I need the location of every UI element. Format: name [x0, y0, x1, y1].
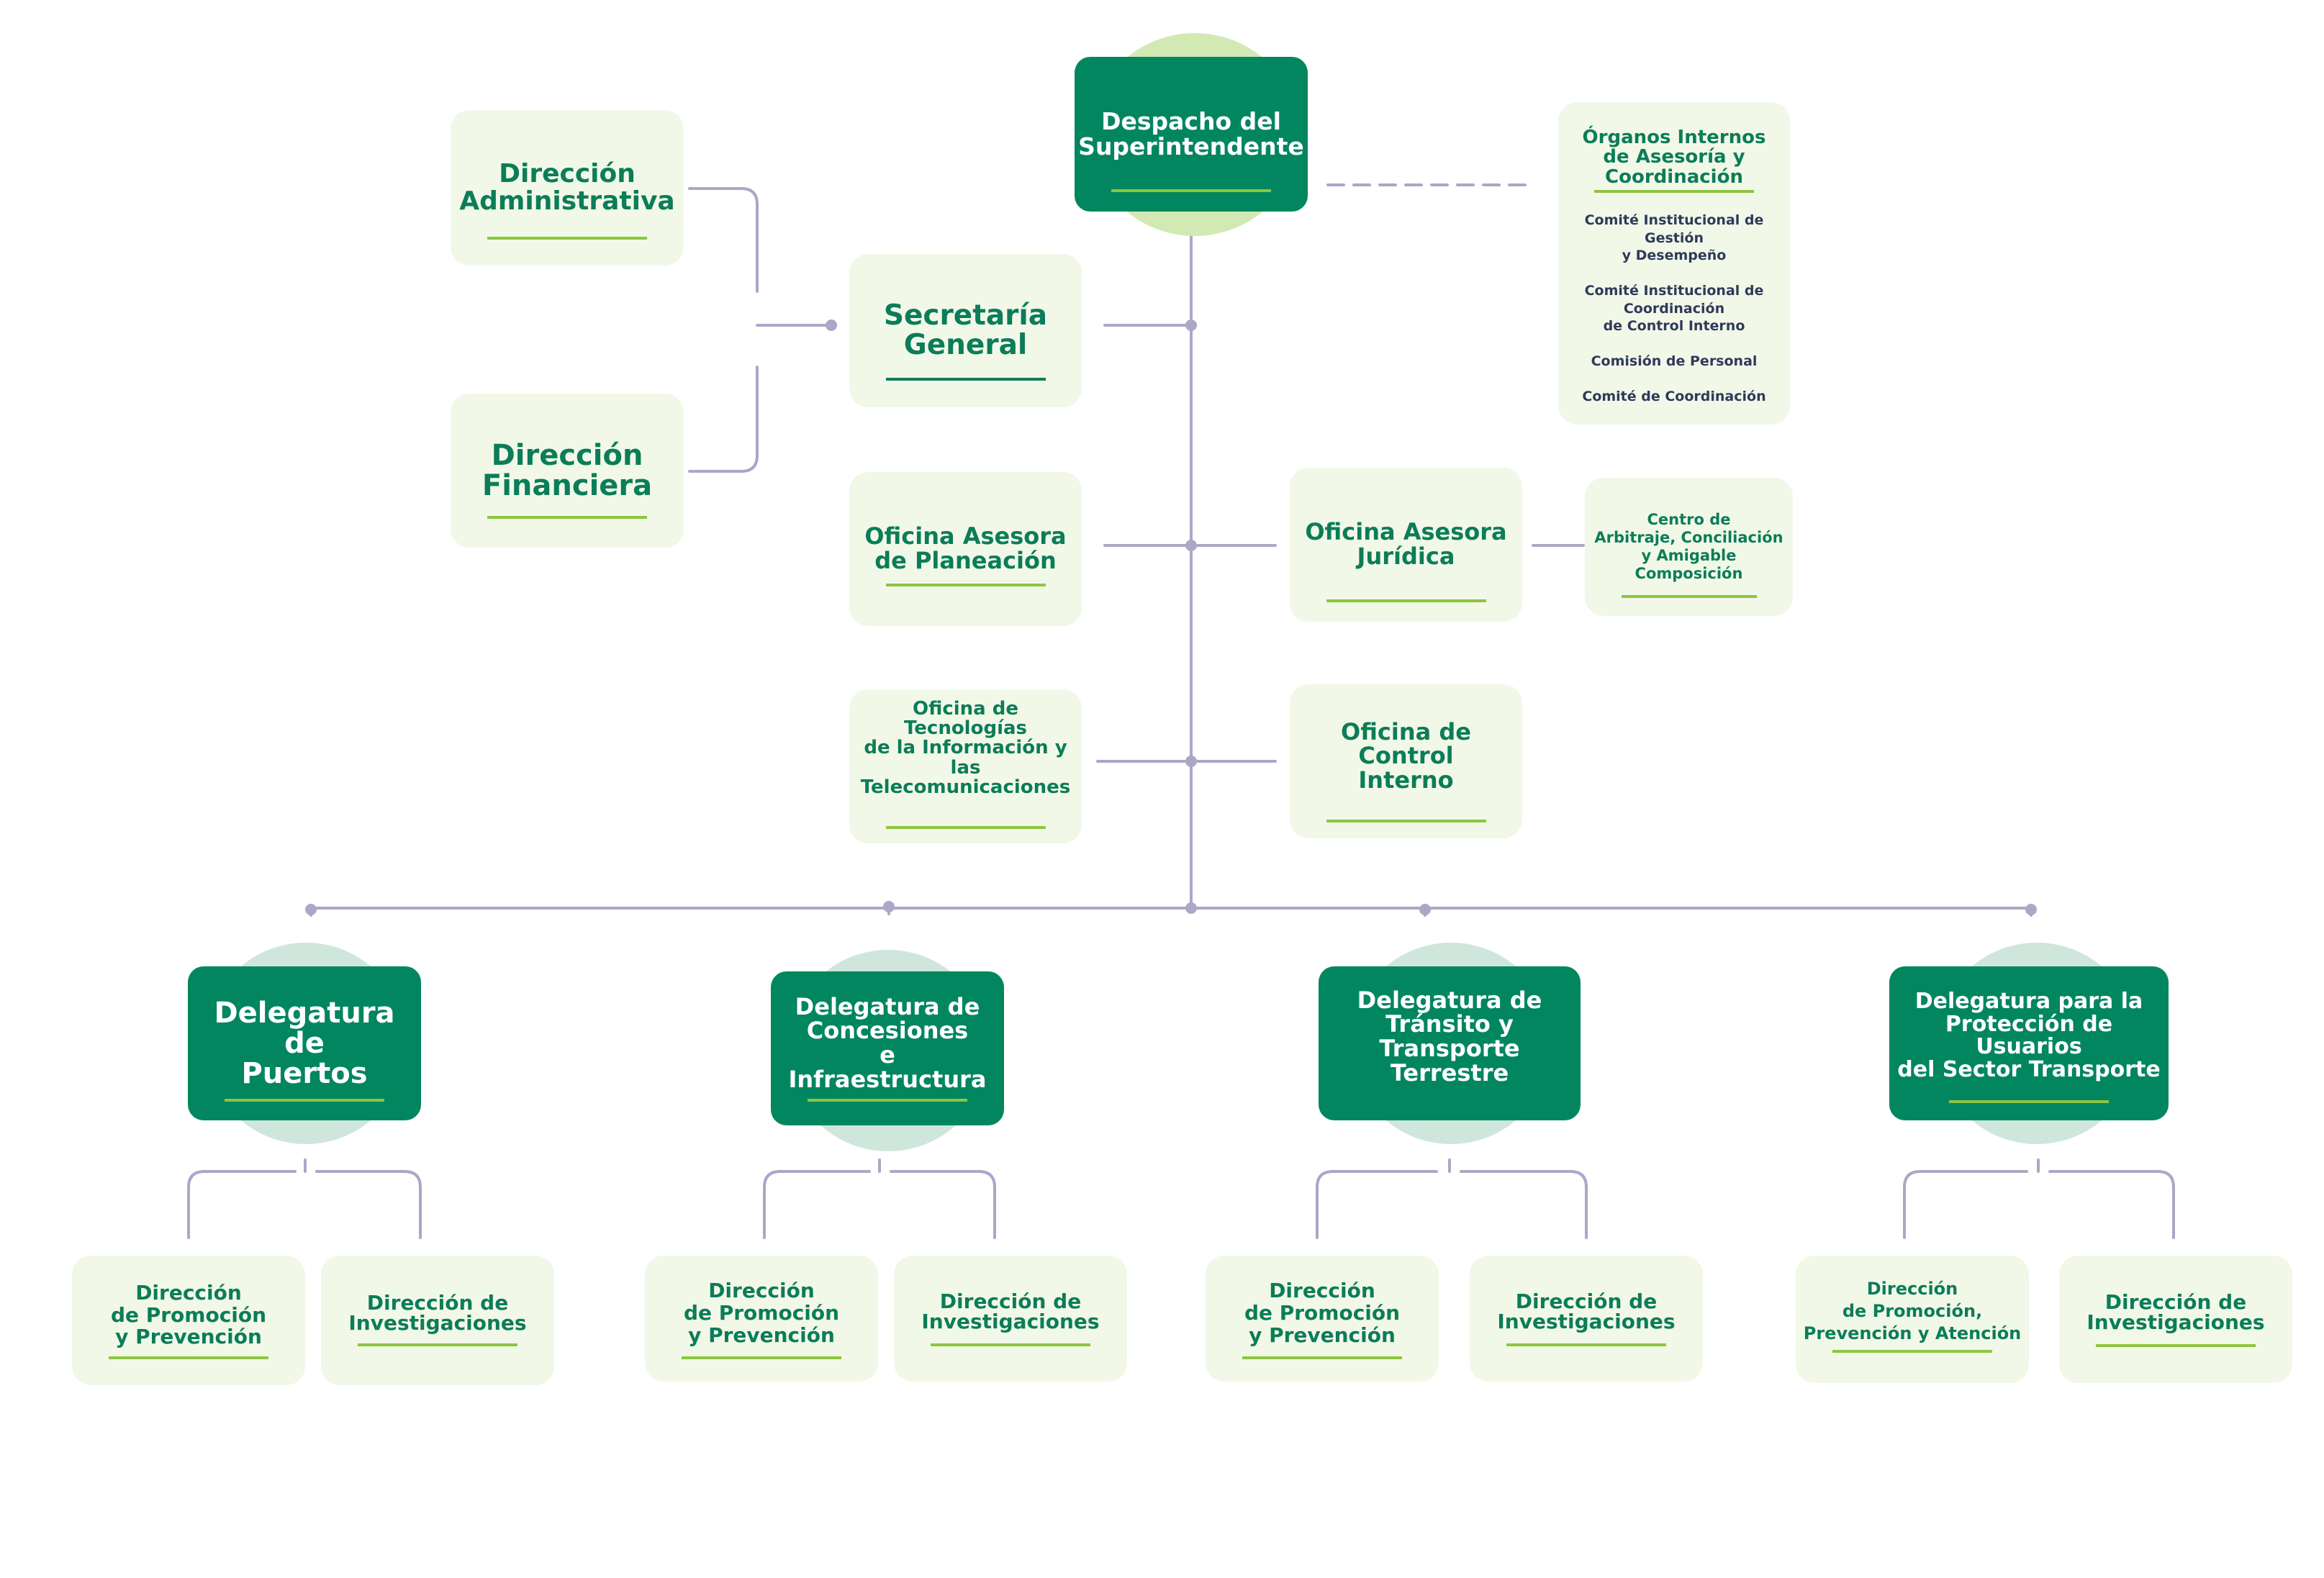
usuarios-investigaciones-underline: [2096, 1344, 2256, 1347]
dir-fin-label: Dirección Financiera: [481, 439, 653, 502]
oficina-juridica-box[interactable]: Oficina Asesora Jurídica: [1290, 468, 1522, 622]
concesiones-promocion-label: Dirección de Promoción y Prevención: [683, 1279, 840, 1347]
organos-item-1: Comité Institucional de Gestión y Desemp…: [1584, 212, 1764, 264]
transito-promocion-box[interactable]: Dirección de Promoción y Prevención: [1206, 1256, 1439, 1382]
tecnologias-underline: [885, 826, 1046, 829]
delegatura-transito-label: Delegatura de Tránsito y Transporte Terr…: [1357, 986, 1542, 1087]
oficina-tecnologias-box[interactable]: Oficina de Tecnologías de la Información…: [849, 689, 1082, 843]
organos-item-2: Comité Institucional de Coordinación de …: [1584, 282, 1764, 335]
planeacion-label: Oficina Asesora de Planeación: [864, 522, 1067, 574]
usuarios-promocion-underline: [1832, 1350, 1992, 1353]
despacho-label: Despacho del Superintendente: [1078, 106, 1304, 160]
dir-admin-label: Dirección Administrativa: [459, 159, 675, 216]
juridica-underline: [1326, 599, 1486, 602]
organos-underline: [1594, 189, 1754, 193]
secretaria-underline: [885, 378, 1046, 381]
link-dir-admin: [688, 187, 759, 293]
control-interno-label: Oficina de Control Interno: [1341, 717, 1471, 794]
tecnologias-label: Oficina de Tecnologías de la Información…: [860, 697, 1071, 798]
organos-internos-box[interactable]: Órganos Internos de Asesoría y Coordinac…: [1558, 102, 1790, 425]
oficina-planeacion-box[interactable]: Oficina Asesora de Planeación: [849, 472, 1082, 626]
organos-item-4: Comité de Coordinación: [1582, 388, 1766, 404]
oficina-control-interno-box[interactable]: Oficina de Control Interno: [1290, 684, 1522, 838]
concesiones-investigaciones-label: Dirección de Investigaciones: [921, 1289, 1100, 1333]
concesiones-promocion-box[interactable]: Dirección de Promoción y Prevención: [645, 1256, 878, 1382]
concesiones-promocion-underline: [682, 1356, 841, 1359]
delegatura-concesiones-underline: [808, 1099, 967, 1102]
despacho-underline: [1111, 189, 1271, 192]
centro-arbitraje-label: Centro de Arbitraje, Conciliación y Amig…: [1594, 510, 1783, 583]
puertos-promocion-label: Dirección de Promoción y Prevención: [110, 1280, 267, 1349]
delegatura-puertos-underline: [225, 1099, 384, 1102]
centro-arbitraje-box[interactable]: Centro de Arbitraje, Conciliación y Amig…: [1585, 478, 1793, 616]
transito-investigaciones-underline: [1506, 1343, 1666, 1346]
secretaria-label: Secretaría General: [883, 299, 1048, 361]
puertos-investigaciones-box[interactable]: Dirección de Investigaciones: [321, 1256, 554, 1385]
dir-fin-underline: [487, 516, 647, 519]
juridica-label: Oficina Asesora Jurídica: [1305, 518, 1507, 570]
planeacion-underline: [885, 584, 1046, 586]
usuarios-promocion-label: Dirección de Promoción, Prevención y Ate…: [1803, 1278, 2022, 1344]
direccion-financiera-box[interactable]: Dirección Financiera: [451, 394, 684, 548]
concesiones-investigaciones-box[interactable]: Dirección de Investigaciones: [894, 1256, 1127, 1382]
usuarios-investigaciones-box[interactable]: Dirección de Investigaciones: [2059, 1256, 2292, 1383]
dir-admin-underline: [487, 237, 647, 240]
puertos-promocion-box[interactable]: Dirección de Promoción y Prevención: [72, 1256, 305, 1385]
link-dir-fin: [688, 366, 759, 473]
puertos-investigaciones-label: Dirección de Investigaciones: [348, 1291, 527, 1335]
delegatura-transito-box[interactable]: Delegatura de Tránsito y Transporte Terr…: [1319, 966, 1581, 1120]
centro-arbitraje-underline: [1621, 595, 1757, 598]
delegatura-puertos-label: Delegatura de Puertos: [214, 997, 395, 1090]
usuarios-promocion-box[interactable]: Dirección de Promoción, Prevención y Ate…: [1796, 1256, 2029, 1383]
puertos-promocion-underline: [109, 1356, 268, 1359]
organos-title: Órganos Internos de Asesoría y Coordinac…: [1582, 127, 1766, 188]
delegatura-concesiones-label: Delegatura de Concesiones e Infraestruct…: [788, 992, 987, 1093]
transito-promocion-label: Dirección de Promoción y Prevención: [1244, 1279, 1401, 1347]
direccion-administrativa-box[interactable]: Dirección Administrativa: [451, 110, 684, 266]
concesiones-investigaciones-underline: [931, 1343, 1090, 1346]
delegatura-usuarios-box[interactable]: Delegatura para la Protección de Usuario…: [1889, 966, 2169, 1120]
despacho-superintendente-box[interactable]: Despacho del Superintendente: [1075, 57, 1308, 212]
organos-item-3: Comisión de Personal: [1591, 353, 1758, 370]
transito-promocion-underline: [1242, 1356, 1402, 1359]
transito-investigaciones-label: Dirección de Investigaciones: [1497, 1289, 1676, 1333]
usuarios-investigaciones-label: Dirección de Investigaciones: [2086, 1289, 2265, 1334]
secretaria-general-box[interactable]: Secretaría General: [849, 254, 1082, 407]
delegatura-usuarios-underline: [1949, 1100, 2109, 1103]
delegatura-concesiones-box[interactable]: Delegatura de Concesiones e Infraestruct…: [771, 971, 1004, 1125]
control-interno-underline: [1326, 820, 1486, 822]
puertos-investigaciones-underline: [358, 1343, 517, 1346]
delegatura-puertos-box[interactable]: Delegatura de Puertos: [188, 966, 421, 1120]
delegatura-usuarios-label: Delegatura para la Protección de Usuario…: [1897, 989, 2161, 1082]
transito-investigaciones-box[interactable]: Dirección de Investigaciones: [1470, 1256, 1703, 1382]
